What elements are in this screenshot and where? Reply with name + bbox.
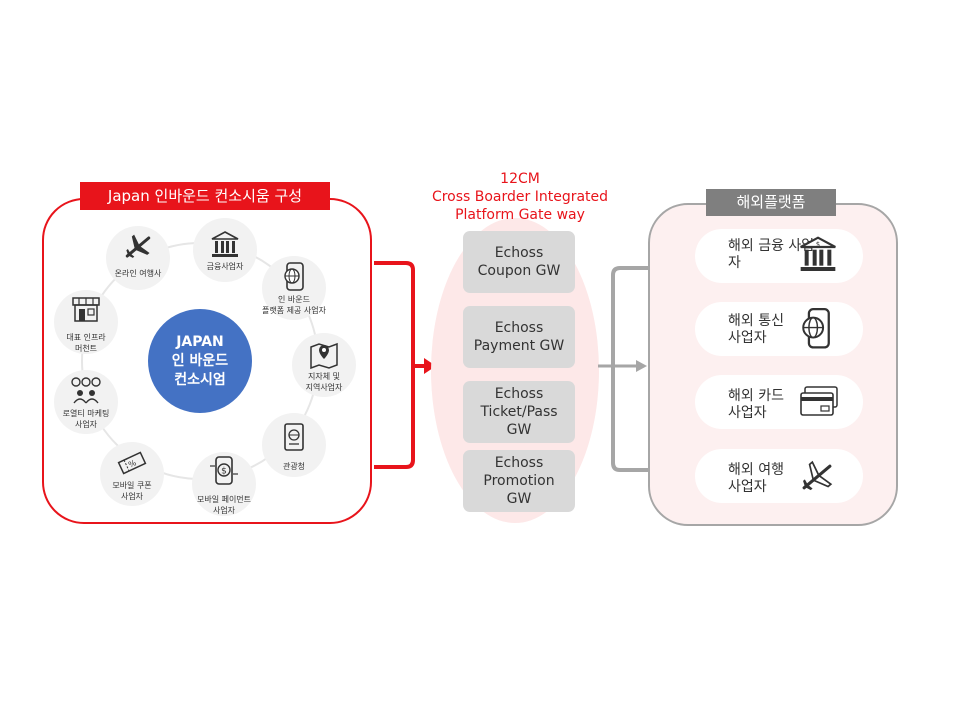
online-travel-node: 온라인 여행사 [106,226,170,290]
merchant-label: 대표 인프라 머천트 [66,333,106,353]
gateway-to-overseas-arrow [598,266,650,472]
overseas-card-label: 해외 카드 사업자 [728,388,784,422]
tourism-agency-node: 관광청 [262,413,326,477]
local-gov-node: 지자체 및 지역사업자 [292,333,356,397]
svg-text:%: % [127,458,138,470]
label-line: 해외 통신 [728,313,784,329]
finance-node: 금융사업자 [193,218,257,282]
gw-line: Echoss [494,455,544,471]
label-line: 사업자 [728,479,767,495]
bank-icon [211,231,239,257]
mobile-coupon-node: % 모바일 쿠폰 사업자 [100,442,164,506]
gw-line: Echoss [494,320,544,336]
svg-text:$: $ [221,467,227,477]
finance-label: 금융사업자 [206,262,244,271]
center-line-1: JAPAN [176,333,224,350]
label-line: 자 [728,255,741,271]
merchant-node: 대표 인프라 머천트 [54,290,118,354]
inbound-platform-node: 인 바운드 플랫폼 제공 사업자 [262,256,326,320]
local-gov-label: 지자체 및 지역사업자 [305,372,343,392]
consortium-to-gateway-arrow [374,261,436,469]
airplane-icon [125,234,151,258]
svg-text:$: $ [816,240,820,248]
online-travel-label: 온라인 여행사 [114,269,162,278]
overseas-telecom-item: 해외 통신 사업자 [695,302,863,356]
gw-line: Echoss [494,386,544,402]
label-line: 해외 카드 [728,388,784,404]
center-line-3: 컨소시엄 [174,371,226,388]
passport-icon [284,423,304,451]
store-icon [72,297,100,322]
gateway-title: 12CM Cross Boarder Integrated Platform G… [415,170,625,224]
airplane-icon [802,460,833,491]
label-line: 사업자 [728,330,767,346]
center-line-2: 인 바운드 [171,352,229,369]
gw-line: Coupon GW [477,263,561,279]
payment-gw-box: Echoss Payment GW [463,306,575,368]
overseas-platform-title: 해외플랫폼 [706,189,836,216]
overseas-finance-item: 해외 금융 사업 자 $ [695,229,863,283]
gw-line: Promotion [483,473,555,489]
overseas-travel-item: 해외 여행 사업자 [695,449,863,503]
credit-card-icon [800,386,838,416]
inbound-platform-label: 인 바운드 플랫폼 제공 사업자 [262,295,326,315]
ticket-pass-gw-box: Echoss Ticket/Pass GW [463,381,575,443]
mobile-coupon-label: 모바일 쿠폰 사업자 [112,481,152,501]
label-line: 해외 금융 사업 [728,238,815,254]
gateway-title-line-2: Cross Boarder Integrated [431,189,609,205]
consortium-title: Japan 인바운드 컨소시움 구성 [80,182,330,210]
loyalty-marketing-label: 로열티 마케팅 사업자 [62,409,110,429]
people-icon [71,377,101,404]
overseas-card-item: 해외 카드 사업자 [695,375,863,429]
mobile-globe-icon [284,262,304,291]
bank-icon: $ [800,236,836,271]
gateway-title-line-3: Platform Gate way [455,207,585,223]
coupon-gw-box: Echoss Coupon GW [463,231,575,293]
label-line: 사업자 [728,405,767,421]
gw-line: Payment GW [473,338,565,354]
tourism-agency-label: 관광청 [282,462,306,471]
overseas-finance-label: 해외 금융 사업 자 [728,238,814,272]
overseas-telecom-label: 해외 통신 사업자 [728,313,784,347]
loyalty-marketing-node: 로열티 마케팅 사업자 [54,370,118,434]
gw-line: Ticket/Pass [480,404,558,420]
map-pin-icon [310,342,338,369]
overseas-travel-label: 해외 여행 사업자 [728,462,784,496]
gw-line: Echoss [494,245,544,261]
mobile-payment-icon: $ [210,456,238,485]
japan-consortium-circle: JAPAN 인 바운드 컨소시엄 [148,309,252,413]
coupon-icon: % [117,451,147,475]
mobile-payment-label: 모바일 페이먼트 사업자 [196,495,252,515]
gateway-title-line-1: 12CM [500,171,540,187]
mobile-payment-node: $ 모바일 페이먼트 사업자 [192,452,256,516]
gw-line: GW [506,491,532,507]
gw-line: GW [506,422,532,438]
mobile-globe-icon [802,308,830,349]
label-line: 해외 여행 [728,462,784,478]
promotion-gw-box: Echoss Promotion GW [463,450,575,512]
